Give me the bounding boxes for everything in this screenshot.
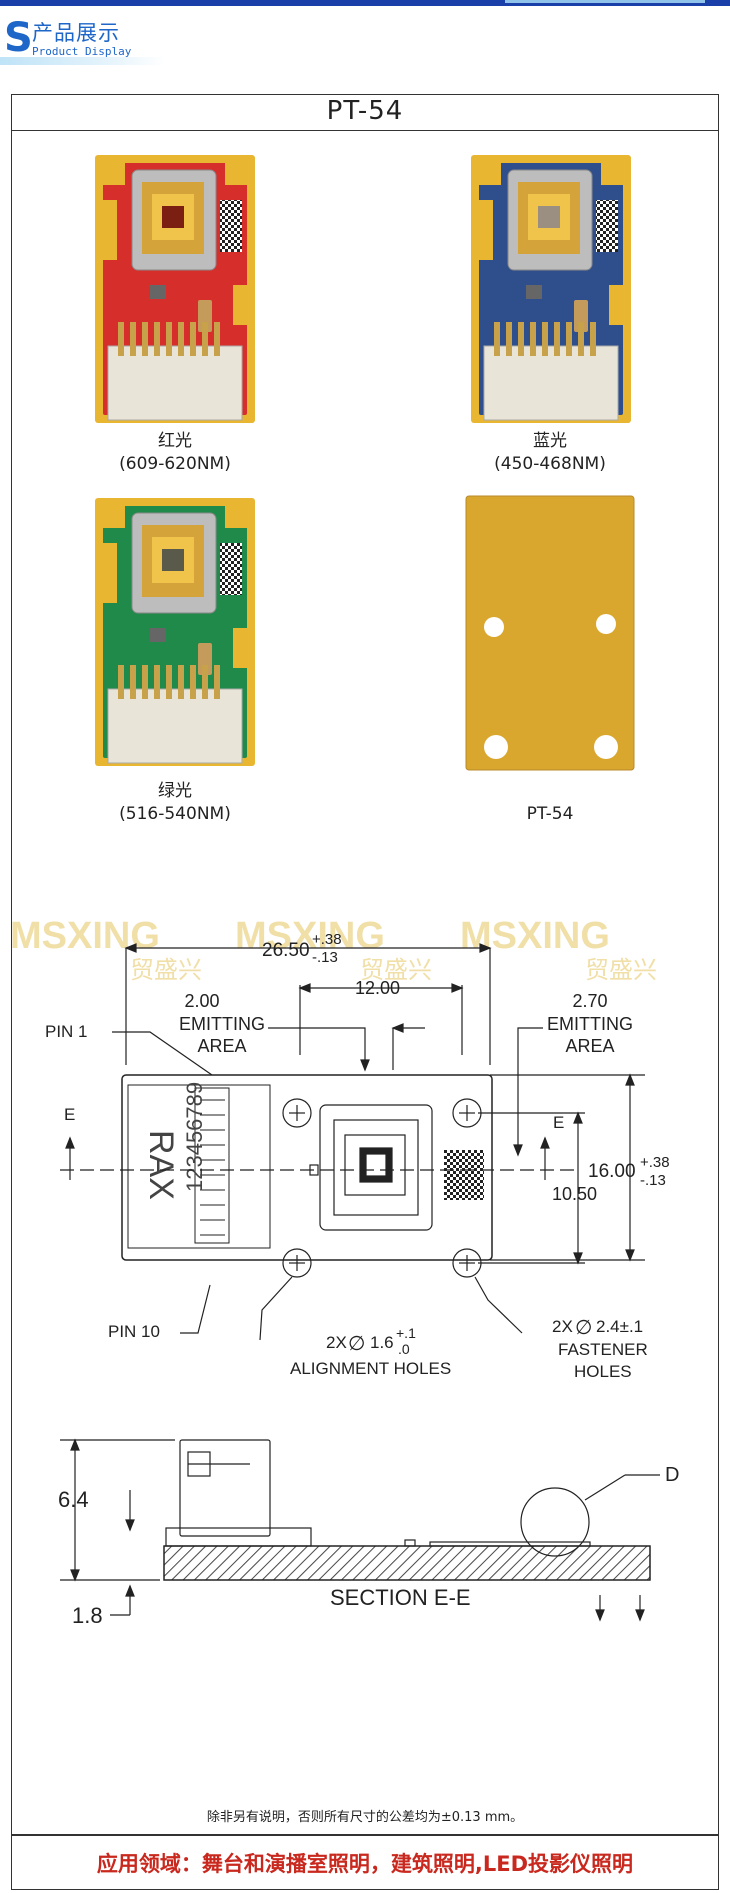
left-area-label2: AREA: [197, 1036, 246, 1056]
footer-divider: [11, 1834, 719, 1836]
dim-height: 16.00: [588, 1161, 636, 1182]
blue-caption-name: 蓝光: [533, 431, 567, 451]
fast-label1: FASTENER: [558, 1340, 648, 1359]
watermark-brand-2: MSXING: [235, 915, 385, 957]
right-area-value: 2.70: [572, 991, 607, 1011]
align-label: ALIGNMENT HOLES: [290, 1359, 451, 1378]
fast-prefix: 2X: [552, 1317, 573, 1336]
dim-width-tol-minus: -.13: [312, 949, 338, 966]
pt54-back-plate-image: [465, 495, 635, 771]
right-area-label2: AREA: [565, 1036, 614, 1056]
section-title: SECTION E-E: [330, 1585, 471, 1610]
pin10-label: PIN 10: [108, 1322, 160, 1341]
badge-letter: S: [4, 15, 33, 61]
pin1-label: PIN 1: [45, 1022, 88, 1041]
dim-inner: 10.50: [552, 1184, 597, 1204]
tolerance-note: 除非另有说明，否则所有尺寸的公差均为±0.13 mm。: [206, 1810, 524, 1825]
top-bar-accent: [505, 0, 705, 3]
align-prefix: 2X: [326, 1333, 347, 1352]
dim-width: 26.50: [262, 940, 310, 961]
section-mark-left: E: [64, 1105, 75, 1124]
fast-dia: 2.4±.1: [596, 1317, 643, 1336]
badge-title: 产品展示: [32, 21, 120, 45]
red-laser-board-image: [95, 155, 255, 423]
right-area-label1: EMITTING: [547, 1014, 633, 1034]
red-caption-name: 红光: [158, 431, 192, 451]
align-dia-symbol: ∅: [348, 1333, 365, 1355]
watermark-cn-2: 贸盛兴: [360, 957, 432, 984]
product-title: PT-54: [326, 96, 404, 126]
align-tol-plus: +.1: [396, 1325, 416, 1341]
green-laser-board-image: [95, 498, 255, 766]
watermark-cn-3: 贸盛兴: [585, 957, 657, 984]
section-badge: S 产品展示 Product Display: [0, 10, 170, 65]
dim-width-tol-plus: +.38: [312, 931, 342, 948]
dimension-drawing: MSXING MSXING MSXING 贸盛兴 贸盛兴 贸盛兴 26.50 +…: [10, 915, 679, 1628]
fast-label2: HOLES: [574, 1362, 632, 1381]
connector-brand: RAX: [142, 1130, 180, 1200]
blue-laser-board-image: [471, 155, 631, 423]
red-caption-range: (609-620NM): [119, 454, 231, 474]
fast-dia-symbol: ∅: [575, 1317, 592, 1339]
dim-mid: 12.00: [355, 978, 400, 998]
detail-mark: D: [665, 1464, 679, 1486]
badge-underline: [0, 57, 165, 65]
sec-height: 6.4: [58, 1487, 89, 1512]
application-fields: 应用领域：舞台和演播室照明，建筑照明,LED投影仪照明: [96, 1852, 634, 1876]
product-gallery: [95, 155, 635, 771]
board-serial: 123456789: [182, 1082, 207, 1192]
top-bar: [0, 0, 730, 6]
dim-height-tol-minus: -.13: [640, 1172, 666, 1189]
left-area-value: 2.00: [184, 991, 219, 1011]
sec-base: 1.8: [72, 1603, 103, 1628]
product-frame: [11, 94, 719, 1890]
align-tol-minus: .0: [398, 1341, 410, 1357]
watermark-cn-1: 贸盛兴: [130, 957, 202, 984]
backplate-caption: PT-54: [526, 804, 574, 824]
blue-caption-range: (450-468NM): [494, 454, 606, 474]
dim-height-tol-plus: +.38: [640, 1154, 670, 1171]
green-caption-range: (516-540NM): [119, 804, 231, 824]
align-dia: 1.6: [370, 1333, 394, 1352]
left-area-label1: EMITTING: [179, 1014, 265, 1034]
green-caption-name: 绿光: [158, 781, 192, 801]
badge-subtitle: Product Display: [32, 45, 132, 58]
title-row: [11, 94, 719, 131]
watermark-brand-1: MSXING: [10, 915, 160, 957]
section-mark-right: E: [553, 1113, 564, 1132]
